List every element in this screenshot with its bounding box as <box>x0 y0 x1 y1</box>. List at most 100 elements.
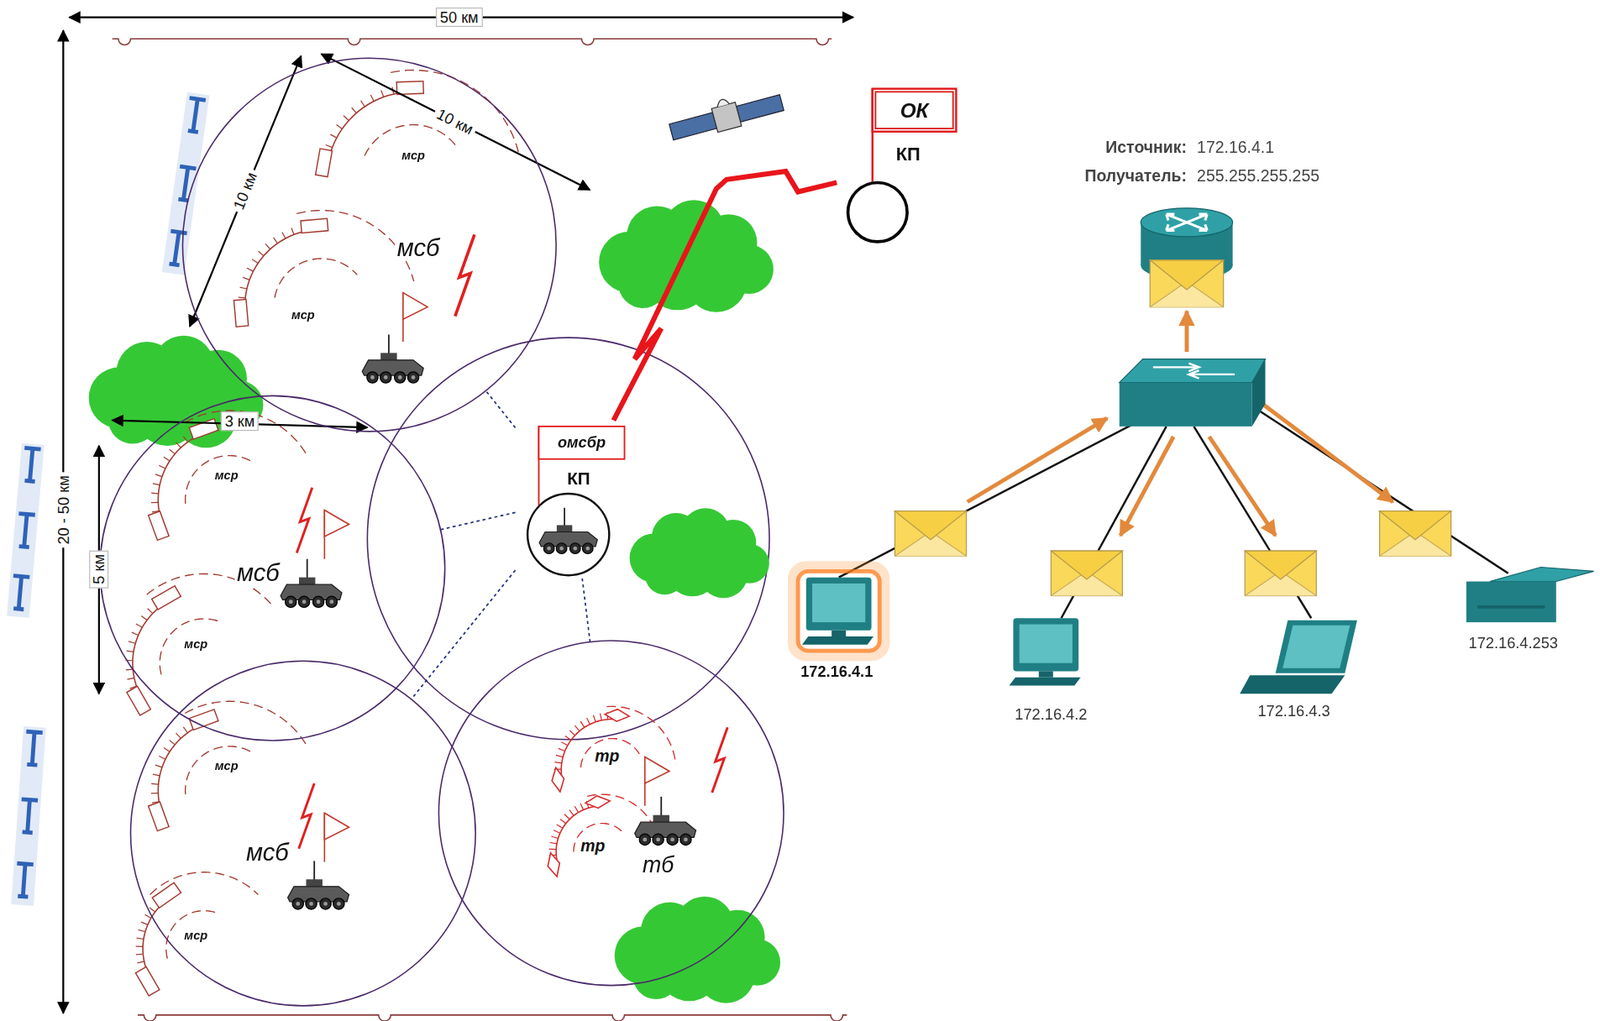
vehicle-sign <box>135 966 159 997</box>
btr-symbol <box>316 599 321 604</box>
network-illustration <box>793 208 1594 694</box>
rifle-company-position <box>169 449 176 454</box>
flag-drawing <box>538 426 625 460</box>
broadcast-flow-arrow <box>1209 436 1276 536</box>
unit-flag <box>324 509 349 559</box>
btr-symbol <box>302 599 307 604</box>
unit-flag <box>324 813 349 840</box>
btr-symbol <box>380 352 397 361</box>
tank-company-position <box>580 739 640 768</box>
tank-company-position <box>574 725 579 732</box>
vehicle-sign <box>126 686 151 716</box>
btr-symbol <box>394 372 406 383</box>
rifle-company-position <box>351 107 357 113</box>
company-label: мср <box>211 760 242 775</box>
tree-cover <box>645 556 685 596</box>
area-outline <box>437 640 785 987</box>
rifle-company-position <box>274 258 357 299</box>
tank-company-position <box>565 736 572 741</box>
network-cable <box>1254 408 1508 574</box>
enemy-unit <box>10 576 31 610</box>
btr-symbol <box>563 508 566 528</box>
printer-icon <box>1466 582 1557 624</box>
switch-icon <box>1252 359 1266 427</box>
btr-symbol <box>295 902 300 907</box>
ip-address: 172.16.4.1 <box>800 662 873 681</box>
battalion-area: мсб <box>99 394 446 742</box>
unit-name: тб <box>640 853 677 878</box>
packet-envelope <box>1244 550 1317 580</box>
rifle-company-position <box>151 493 158 495</box>
flag-drawing <box>527 493 609 576</box>
enemy-unit <box>24 731 43 766</box>
printer-icon <box>1489 566 1595 582</box>
tank-sign <box>604 708 630 723</box>
tank-sign <box>550 766 567 793</box>
enemy-unit <box>21 447 42 482</box>
tree-cover <box>629 508 770 599</box>
rifle-company-position <box>233 210 414 328</box>
tank-sign <box>584 795 610 810</box>
command-link <box>485 390 515 428</box>
btr-symbol <box>292 898 304 910</box>
computer-icon <box>1009 618 1081 686</box>
company-label: мср <box>288 309 318 324</box>
radio-symbols <box>296 234 728 849</box>
broadcast-flow-arrow <box>967 418 1107 503</box>
rifle-company-position <box>141 615 147 620</box>
btr-symbol <box>329 599 334 604</box>
rifle-company-position <box>149 907 156 913</box>
btr-symbol <box>543 543 555 555</box>
btr-symbol <box>285 596 297 608</box>
rifle-company-position <box>176 442 182 448</box>
packet-envelope <box>1379 511 1452 557</box>
tank-company-position <box>587 718 591 725</box>
vehicle-sign <box>135 966 159 997</box>
tree-cover <box>633 953 680 1000</box>
btr-symbol <box>370 375 375 380</box>
dimension-arrow <box>321 53 591 190</box>
enemy-unit <box>10 726 46 907</box>
rifle-company-position <box>152 483 160 486</box>
tank-company-position <box>564 814 570 820</box>
enemy-unit <box>6 443 45 619</box>
switch-icon <box>1119 359 1266 383</box>
btr-symbol <box>305 898 317 910</box>
dimension-arrows <box>62 17 853 1014</box>
btr-symbol <box>670 837 675 842</box>
btr-symbol <box>320 898 331 910</box>
radio-satellite-link <box>613 171 837 420</box>
btr-symbol <box>655 837 661 842</box>
btr-symbol <box>380 372 392 383</box>
company-label: мср <box>398 149 428 164</box>
packet-envelope <box>1379 511 1452 541</box>
map-border <box>137 1015 847 1021</box>
enemy-symbols <box>6 92 210 907</box>
rifle-company-position <box>315 70 520 178</box>
battalion-area: тб <box>437 640 785 987</box>
post-label: КП <box>896 145 921 166</box>
command-link <box>411 570 516 700</box>
ip-address: 172.16.4.2 <box>1014 705 1087 724</box>
btr-symbol <box>556 543 567 555</box>
rifle-company-position <box>155 765 163 768</box>
rifle-company-position <box>185 746 255 795</box>
tank-sign <box>550 766 567 793</box>
radio-bolt <box>299 783 315 850</box>
laptop-icon <box>1282 625 1350 669</box>
battalion-circle <box>438 640 784 987</box>
vehicle-sign <box>315 148 333 178</box>
dimension-label: 50 км <box>435 7 483 27</box>
packet-envelope <box>1050 550 1123 580</box>
enemy-unit <box>19 799 38 834</box>
tree-cover <box>89 335 264 449</box>
field-value: 172.16.4.1 <box>1196 138 1275 158</box>
rifle-company-position <box>136 961 144 964</box>
btr-symbol <box>313 860 315 882</box>
satellite <box>711 102 742 133</box>
btr-symbol <box>288 860 350 910</box>
flag-title: ОК <box>900 99 929 122</box>
rifle-company-position <box>157 432 205 525</box>
